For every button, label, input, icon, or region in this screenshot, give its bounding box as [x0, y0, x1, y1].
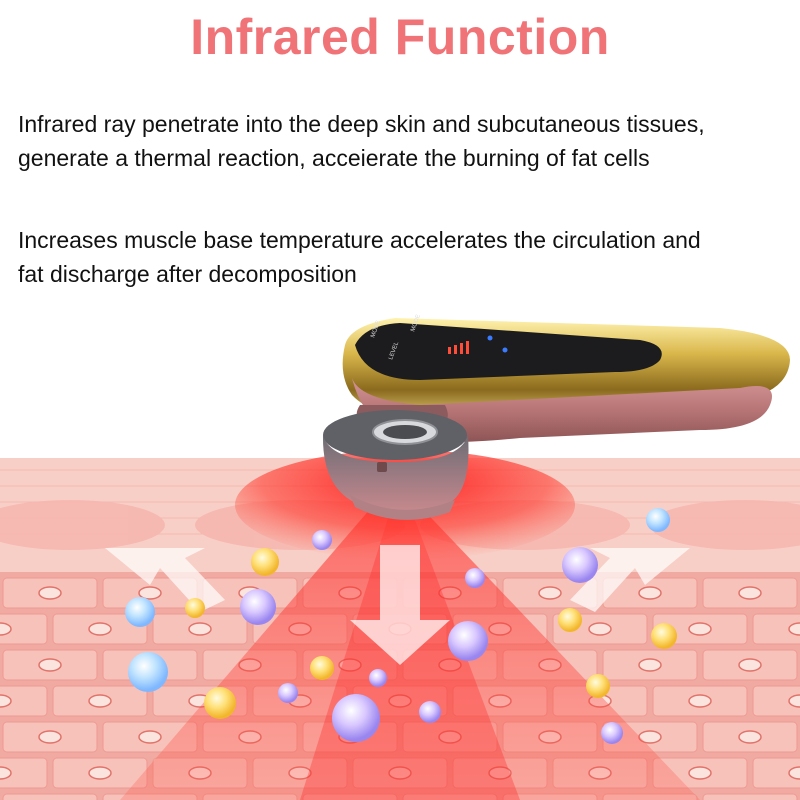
fat-cell: [752, 613, 800, 645]
fat-cell: [752, 685, 800, 717]
cell-nucleus-icon: [788, 694, 800, 708]
cell-nucleus-icon: [38, 586, 62, 600]
device-head-lens: [383, 425, 427, 439]
cell-nucleus-icon: [38, 658, 62, 672]
particle-bubble-icon: [562, 547, 598, 583]
cell-nucleus-icon: [138, 730, 162, 744]
cell-nucleus-icon: [0, 622, 12, 636]
cell-nucleus-icon: [688, 622, 712, 636]
cell-nucleus-icon: [638, 658, 662, 672]
particle-bubble-icon: [278, 683, 298, 703]
particle-bubble-icon: [419, 701, 441, 723]
device-head-base: [350, 495, 455, 520]
particle-bubble-icon: [465, 568, 485, 588]
indicator-light-icon: [487, 335, 493, 341]
down-arrow-icon: [105, 548, 225, 612]
cell-nucleus-icon: [788, 622, 800, 636]
infrared-description: Infrared ray penetrate into the deep ski…: [18, 107, 788, 175]
mode-button-label: MODE: [410, 314, 422, 333]
level-indicator-icon: [448, 341, 469, 354]
description-line: Increases muscle base temperature accele…: [18, 227, 701, 253]
cell-nucleus-icon: [638, 586, 662, 600]
particle-bubble-icon: [558, 608, 582, 632]
cell-nucleus-icon: [738, 658, 762, 672]
particle-bubbles: [125, 508, 677, 744]
cell-nucleus-icon: [588, 622, 612, 636]
down-arrow-icon: [350, 545, 450, 665]
cell-nucleus-icon: [738, 730, 762, 744]
cell-nucleus-icon: [88, 622, 112, 636]
device-control-panel: [355, 323, 662, 380]
particle-bubble-icon: [586, 674, 610, 698]
particle-bubble-icon: [185, 598, 205, 618]
beauty-device: MODE MODE LEVEL: [322, 314, 790, 520]
muscle-description: Increases muscle base temperature accele…: [18, 223, 788, 291]
device-head: [322, 435, 469, 512]
cell-nucleus-icon: [38, 730, 62, 744]
cell-nucleus-icon: [138, 586, 162, 600]
mode-button-label: MODE: [370, 320, 382, 339]
particle-bubble-icon: [448, 621, 488, 661]
particle-bubble-icon: [204, 687, 236, 719]
cell-nucleus-icon: [0, 694, 12, 708]
down-arrow-icon: [570, 548, 690, 612]
particle-bubble-icon: [310, 656, 334, 680]
particle-bubble-icon: [369, 669, 387, 687]
indicator-light-icon: [502, 347, 508, 353]
fat-cell: [0, 685, 48, 717]
particle-bubble-icon: [128, 652, 168, 692]
description-line: fat discharge after decomposition: [18, 261, 357, 287]
cell-nucleus-icon: [788, 766, 800, 780]
fat-cell: [2, 793, 98, 800]
fat-cell: [0, 613, 48, 645]
particle-bubble-icon: [646, 508, 670, 532]
cell-nucleus-icon: [0, 766, 12, 780]
particle-bubble-icon: [240, 589, 276, 625]
device-port: [377, 462, 387, 472]
particle-bubble-icon: [332, 694, 380, 742]
particle-bubble-icon: [251, 548, 279, 576]
cell-nucleus-icon: [88, 694, 112, 708]
particle-bubble-icon: [312, 530, 332, 550]
particle-bubble-icon: [651, 623, 677, 649]
cell-nucleus-icon: [688, 766, 712, 780]
particle-bubble-icon: [601, 722, 623, 744]
cell-nucleus-icon: [188, 622, 212, 636]
page-title: Infrared Function: [190, 9, 610, 65]
cell-nucleus-icon: [88, 766, 112, 780]
fat-cell: [752, 757, 800, 789]
cell-nucleus-icon: [738, 586, 762, 600]
description-line: generate a thermal reaction, acceierate …: [18, 145, 650, 171]
cell-nucleus-icon: [688, 694, 712, 708]
cell-nucleus-icon: [538, 586, 562, 600]
description-line: Infrared ray penetrate into the deep ski…: [18, 111, 705, 137]
particle-bubble-icon: [125, 597, 155, 627]
fat-cell: [702, 793, 798, 800]
fat-cell: [0, 757, 48, 789]
